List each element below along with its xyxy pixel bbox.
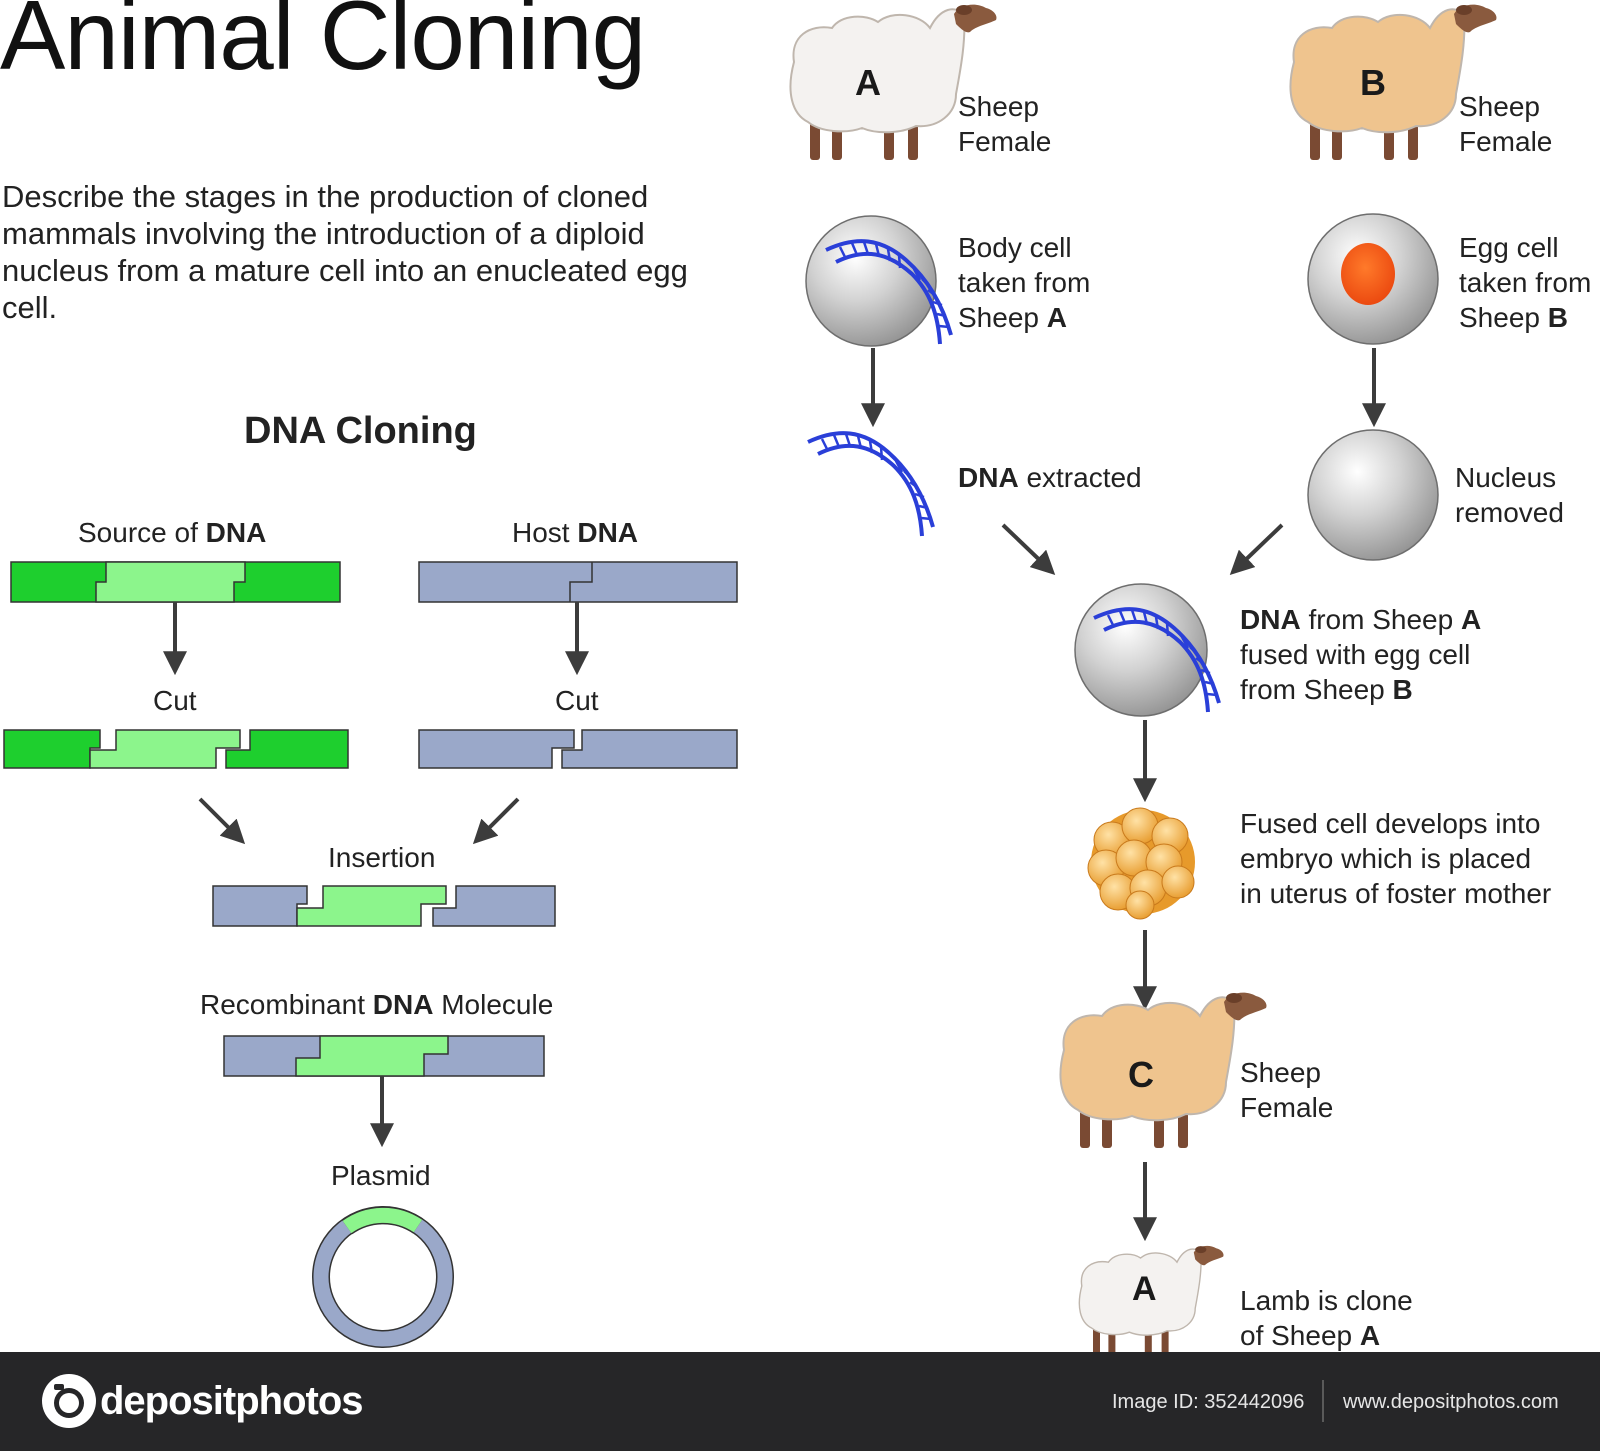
footer-url-link[interactable]: www.depositphotos.com <box>1343 1391 1559 1413</box>
footer-divider <box>1322 1380 1324 1422</box>
plasmid-ring <box>312 1206 454 1348</box>
recombinant-label: Recombinant DNA Molecule <box>200 989 554 1020</box>
footer-bar: depositphotos Image ID: 352442096 www.de… <box>0 1352 1600 1451</box>
body-cell-label: Body cell taken from Sheep A <box>958 232 1091 333</box>
egg-cell-label: Egg cell taken from Sheep B <box>1459 232 1592 333</box>
egg-cell-icon <box>1307 213 1439 345</box>
diagram-artwork <box>3 3 1498 1352</box>
recombinant-bar <box>223 1035 545 1077</box>
camera-logo-icon <box>42 1374 96 1428</box>
fused-cell-label: DNA from Sheep A fused with egg cell fro… <box>1240 604 1482 705</box>
embryo-icon <box>1087 807 1195 920</box>
insertion-label: Insertion <box>328 842 436 873</box>
cut-host-pieces <box>418 729 738 769</box>
sheep-b-letter: B <box>1360 62 1386 103</box>
plasmid-label: Plasmid <box>331 1160 431 1191</box>
arrow-egg-to-fused <box>1229 523 1284 575</box>
enucleated-egg-icon <box>1307 429 1439 561</box>
insertion-bar <box>212 885 556 927</box>
body-cell-icon <box>805 215 953 347</box>
extracted-dna-icon <box>806 431 935 538</box>
host-dna-bar <box>418 561 738 603</box>
cut-source-pieces <box>3 729 349 769</box>
footer-brand[interactable]: depositphotos <box>100 1379 364 1423</box>
arrow-dna-to-fused <box>1001 523 1056 575</box>
dna-extracted-label: DNA extracted <box>958 462 1142 493</box>
source-dna-label: Source of DNA <box>78 517 267 548</box>
insertion-arrow-right <box>472 797 520 845</box>
host-dna-label: Host DNA <box>512 517 639 548</box>
dna-cloning-title: DNA Cloning <box>244 410 477 452</box>
source-dna-bar <box>10 561 341 603</box>
cut-label-left: Cut <box>153 685 197 716</box>
insertion-arrow-left <box>198 797 246 845</box>
lamb-label: Lamb is clone of Sheep A <box>1240 1285 1413 1351</box>
embryo-label: Fused cell develops into embryo which is… <box>1240 808 1552 909</box>
sheep-c-letter: C <box>1128 1054 1154 1095</box>
image-id-text: Image ID: 352442096 <box>1112 1391 1305 1413</box>
intro-text: Describe the stages in the production of… <box>2 179 688 325</box>
lamb-letter: A <box>1132 1270 1157 1308</box>
cut-label-right: Cut <box>555 685 599 716</box>
sheep-c-illustration <box>1059 991 1268 1149</box>
page-title: Animal Cloning <box>0 0 646 90</box>
fused-cell-icon <box>1074 583 1221 717</box>
sheep-a-letter: A <box>855 62 881 103</box>
